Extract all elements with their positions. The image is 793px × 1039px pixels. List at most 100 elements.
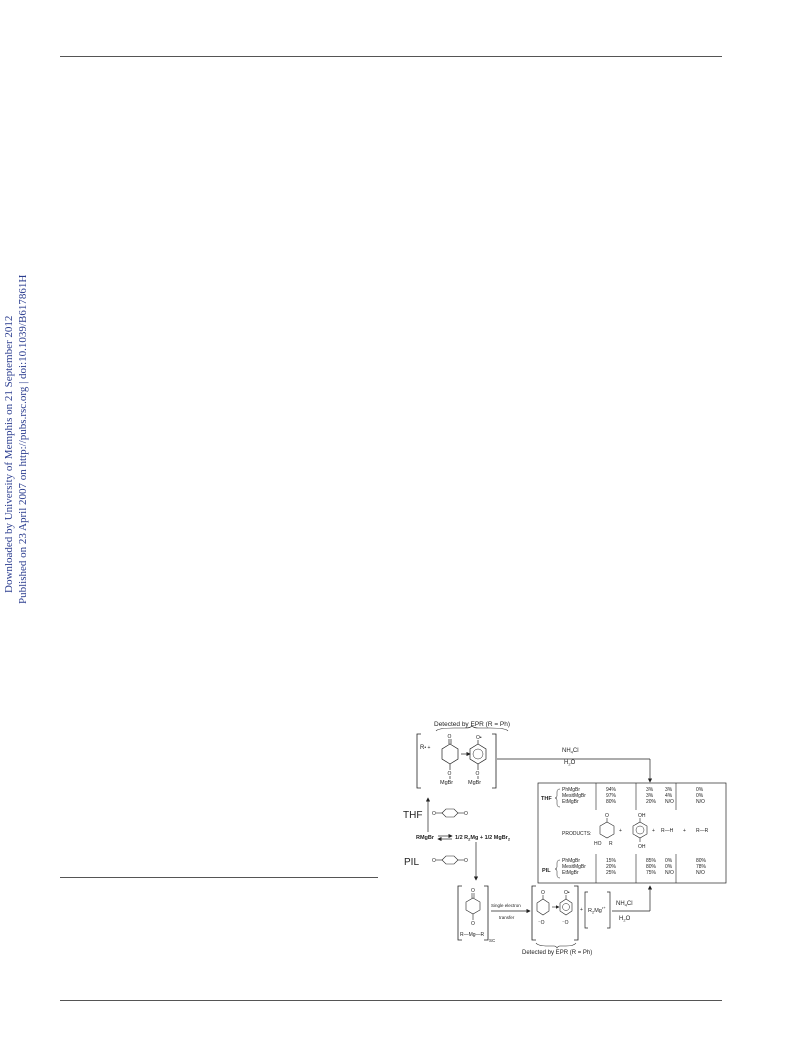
set-label-2: transfer [499,915,515,920]
product-hydroquinone: OH OH [632,813,648,850]
pil-cell: 20% [606,864,617,870]
quinone-thf: O O [432,808,468,818]
r2mg-label: R [588,908,592,914]
publication-notice: Published on 23 April 2007 on http://pub… [17,274,29,604]
product-tertiary-alcohol: O HO R [594,813,615,847]
product-r-r: R—R [696,828,709,834]
nh4cl-bottom: NH [616,901,625,907]
svg-text:O: O [464,858,468,864]
svg-text:+: + [652,828,655,834]
svg-text:NH4Cl: NH4Cl [562,748,579,755]
pil-reagent-2: MesitMgBr [562,864,586,870]
svg-text:O: O [471,921,475,927]
svg-text:O•: O• [564,890,570,896]
svg-text:O: O [432,811,436,817]
svg-text:OH: OH [638,844,646,850]
r-radical: R [420,745,425,751]
r2mg-cation: R2Mg•+ [584,891,611,929]
epr-label-top: Detected by EPR (R = Ph) [434,721,510,728]
pil-cell: 0% [665,858,673,864]
reaction-scheme-figure: Detected by EPR (R = Ph) R• + O O MgBr O… [398,714,728,959]
radical-intermediate-top: R• + O O MgBr O• O MgBr [416,733,497,789]
thf-condition: THF [403,810,422,821]
quinone-pil: O O [432,855,468,865]
svg-text:+: + [580,907,583,913]
thf-cell: 94% [606,787,617,793]
svg-text:O: O [476,771,480,777]
radical-anion-bottom: O ⁻O O• ⁻O [531,885,579,941]
oxygen-label: O [448,734,452,740]
pil-cell: 85% [646,858,657,864]
svg-text:O: O [464,811,468,817]
mgbr-label-2: MgBr [468,780,481,786]
svg-text:+: + [683,828,686,834]
svg-text:O•: O• [476,735,482,741]
footer-rule [60,1000,722,1001]
h2o-bottom: H [619,916,623,922]
table-thf-label: THF [541,796,552,802]
thf-cell: N/O [696,799,705,805]
pil-cell: 78% [696,864,707,870]
pil-cell: 0% [665,864,673,870]
table-pil-label: PIL [542,868,551,874]
svg-text:O: O [605,813,609,819]
product-yield-table: THF PhMgBr MesitMgBr EtMgBr 94% 97% 80% … [537,782,727,884]
svg-text:NH4Cl: NH4Cl [616,901,633,908]
thf-cell: 20% [646,799,657,805]
svg-text:1/2 R2Mg + 1/2 MgBr2: 1/2 R2Mg + 1/2 MgBr2 [455,835,511,842]
pil-cell: 75% [646,870,657,876]
products-label: PRODUCTS: [562,831,591,837]
svg-text:⁻O: ⁻O [538,920,545,926]
mgbr-label-1: MgBr [440,780,453,786]
epr-label-bottom: Detected by EPR (R = Ph) [522,950,592,956]
header-rule [60,56,722,57]
svg-text:H2O: H2O [564,760,576,767]
pil-condition: PIL [404,857,419,868]
thf-cell: 4% [665,793,673,799]
svg-text:+: + [619,828,622,834]
svg-text:R• +: R• + [420,745,430,751]
svg-text:⁻O: ⁻O [562,920,569,926]
pil-cell: 15% [606,858,617,864]
thf-cell: 3% [646,787,654,793]
side-margin-notice: Downloaded by University of Memphis on 2… [0,0,40,620]
pil-reagent-3: EtMgBr [562,870,579,876]
svg-text:HO: HO [594,841,602,847]
r-mg-r: R—Mg—R [460,932,485,938]
thf-cell: 3% [646,793,654,799]
h2o-top: H [564,760,568,766]
pil-reagent-1: PhMgBr [562,858,580,864]
pil-cell: 25% [606,870,617,876]
thf-cell: N/O [665,799,674,805]
set-label-1: Single electron [491,903,521,908]
nh4cl-top: NH [562,748,571,754]
thf-cell: 3% [665,787,673,793]
thf-cell: 0% [696,787,704,793]
svg-text:RMgBr: RMgBr [416,835,435,841]
svg-text:O: O [448,771,452,777]
svg-text:O: O [471,888,475,894]
thf-reagent-1: PhMgBr [562,787,580,793]
svg-text:R: R [609,841,613,847]
thf-cell: 0% [696,793,704,799]
thf-reagent-2: MesitMgBr [562,793,586,799]
svg-text:OH: OH [638,813,646,819]
footnote-rule [60,877,378,878]
svg-text:O: O [541,890,545,896]
download-notice: Downloaded by University of Memphis on 2… [3,315,15,593]
pil-cell: N/O [665,870,674,876]
svg-text:O: O [432,858,436,864]
schlenk-products: 1/2 R [455,835,468,841]
sc-complex: O O R—Mg—R SC [457,885,496,943]
svg-text:SC: SC [489,938,496,943]
thf-cell: 80% [606,799,617,805]
rmgbr: RMgBr [416,835,435,841]
pil-cell: 80% [646,864,657,870]
pil-cell: N/O [696,870,705,876]
svg-text:H2O: H2O [619,916,631,923]
thf-cell: 97% [606,793,617,799]
product-r-h: R—H [661,828,674,834]
svg-text:R2Mg•+: R2Mg•+ [588,905,606,915]
thf-reagent-3: EtMgBr [562,799,579,805]
reaction-scheme: Detected by EPR (R = Ph) R• + O O MgBr O… [403,721,727,956]
